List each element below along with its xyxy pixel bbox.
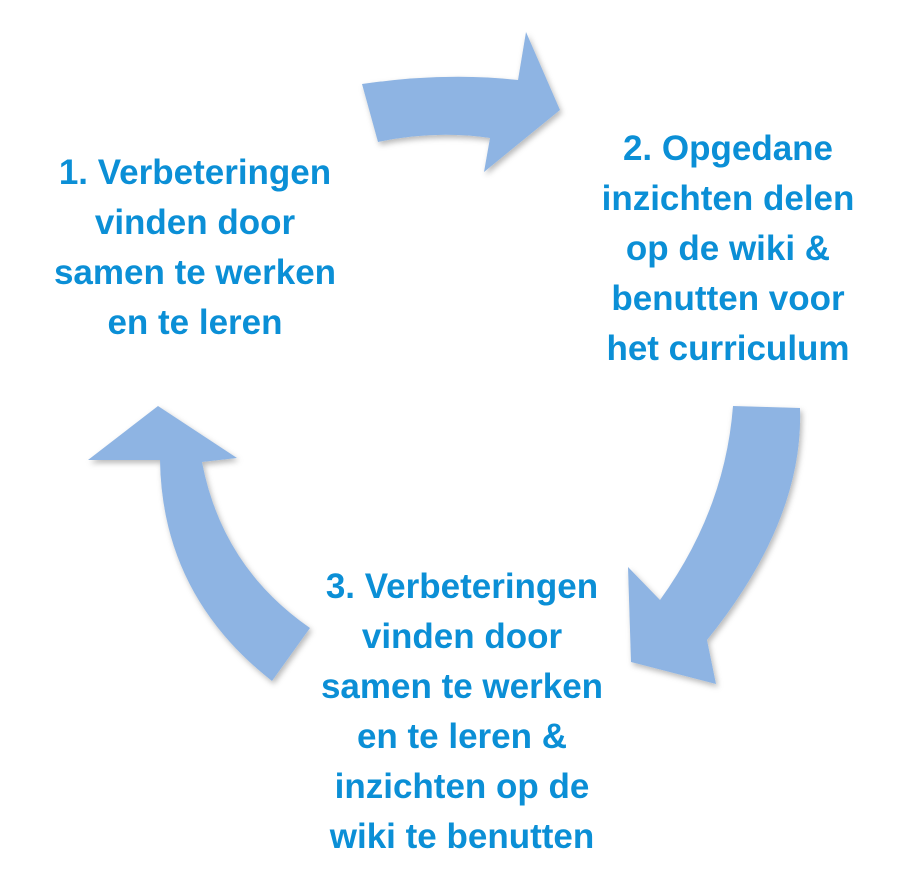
arrow-step2-to-step3 [628, 406, 801, 684]
step-2-label: 2. Opgedane inzichten delen op de wiki &… [601, 129, 855, 368]
arrow-step3-to-step1 [88, 406, 310, 681]
step-1-label: 1. Verbeteringen vinden door samen te we… [53, 153, 337, 342]
arrow-step1-to-step2 [362, 32, 560, 172]
step-3-label: 3. Verbeteringen vinden door samen te we… [320, 567, 604, 856]
